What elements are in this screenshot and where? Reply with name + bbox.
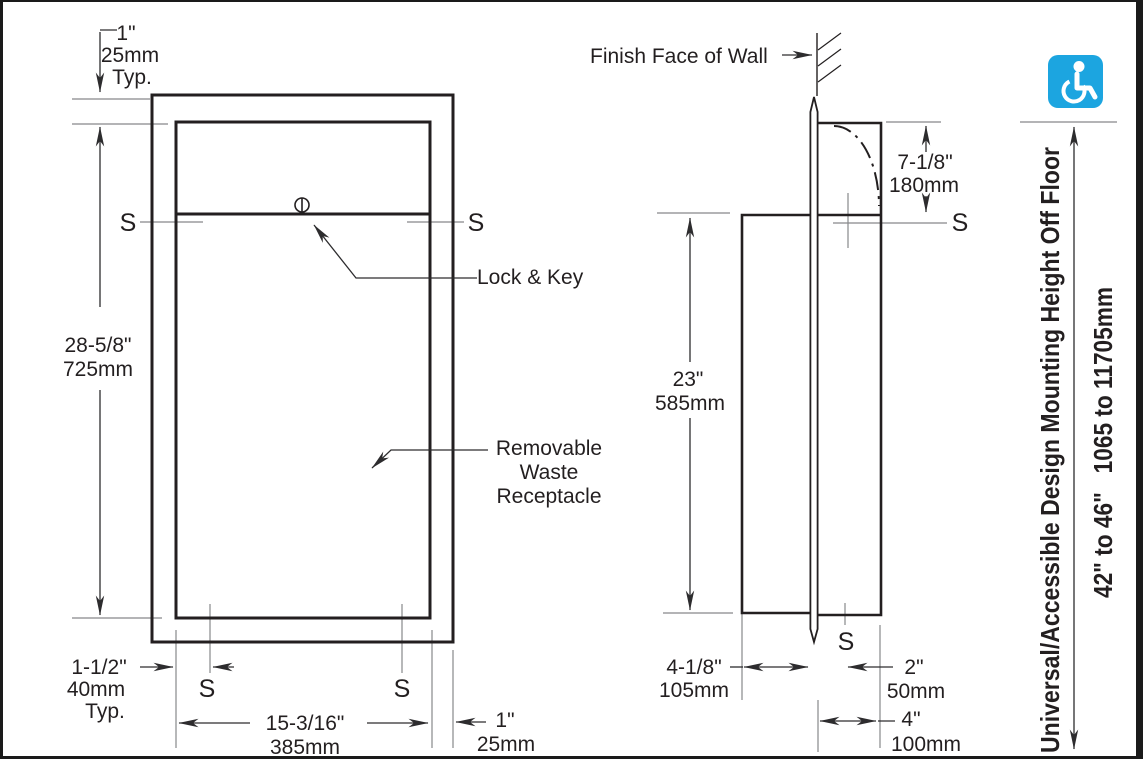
wall-hatch-mark <box>817 32 842 51</box>
extension-lines-front <box>72 98 464 748</box>
inner-panel-outline <box>174 120 432 620</box>
dim-top-offset-note: Typ. <box>112 66 152 89</box>
dim-door-height-metric: 180mm <box>889 174 959 197</box>
dim-side-margin-imperial: 1-1/2" <box>71 656 126 679</box>
page-edge-bottom <box>0 756 1143 759</box>
receptacle-label-line1: Removable <box>496 437 602 460</box>
dim-recess-depth-imperial: 4-1/8" <box>666 656 721 679</box>
wall-hatch-mark <box>817 48 842 67</box>
mounting-height-range: 42" to 46" 1065 to 11705mm <box>1088 287 1118 598</box>
mounting-height-label: Universal/Accessible Design Mounting Hei… <box>1035 147 1065 753</box>
dim-top-offset-metric: 25mm <box>101 44 159 67</box>
dim-panel-width: 15-3/16" 385mm <box>178 712 429 759</box>
dim-projection-metric: 100mm <box>891 733 961 756</box>
dim-recess-depth-metric: 105mm <box>659 679 729 702</box>
section-label-bottom-right: S <box>394 675 411 703</box>
dim-panel-height-metric: 725mm <box>63 358 133 381</box>
wall-label: Finish Face of Wall <box>590 45 768 68</box>
dim-door-height-imperial: 7-1/8" <box>897 151 952 174</box>
flap-swing-arc <box>833 125 880 207</box>
section-label-left: S <box>120 209 137 237</box>
extension-lines-side <box>657 121 947 752</box>
projecting-front-outline <box>818 121 883 617</box>
wall-line <box>816 32 842 96</box>
dim-top-offset-imperial: 1" <box>116 22 135 45</box>
mounting-height-annotation: Universal/Accessible Design Mounting Hei… <box>1020 55 1118 753</box>
dim-recess-height: 23" 585mm <box>655 217 725 611</box>
receptacle-callout: Removable Waste Receptacle <box>371 437 602 508</box>
dim-projection: 4" 100mm <box>819 708 961 756</box>
wall-callout: Finish Face of Wall <box>590 45 813 68</box>
receptacle-label-line2: Waste <box>520 461 579 484</box>
recessed-body-outline <box>740 213 810 615</box>
dim-right-offset-metric: 25mm <box>477 733 535 756</box>
dim-side-margin-metric: 40mm <box>67 678 125 701</box>
dim-top-offset: 1" 25mm Typ. <box>95 22 159 93</box>
page-edge-top <box>0 0 1143 2</box>
receptacle-label-line3: Receptacle <box>496 485 601 508</box>
dim-panel-width-imperial: 15-3/16" <box>266 712 345 735</box>
lock-icon <box>294 197 310 213</box>
side-section-view: Finish Face of Wall 7-1/8" 180mm S 23" <box>590 32 969 756</box>
dim-recess-depth: 4-1/8" 105mm <box>659 656 809 702</box>
lock-label: Lock & Key <box>477 266 584 289</box>
dim-recess-height-metric: 585mm <box>655 392 725 415</box>
wall-hatch-mark <box>817 64 842 83</box>
dim-stud-offset-metric: 50mm <box>887 680 945 703</box>
dim-right-offset-imperial: 1" <box>495 709 514 732</box>
section-label-side-bottom: S <box>838 628 855 656</box>
dim-side-margin: 1-1/2" 40mm Typ. <box>67 656 234 723</box>
page-edge-left <box>0 0 3 759</box>
dim-stud-offset: 2" 50mm <box>847 656 945 703</box>
dim-side-margin-note: Typ. <box>85 700 125 723</box>
section-label-bottom-left: S <box>199 675 216 703</box>
dim-panel-height-imperial: 28-5/8" <box>65 334 132 357</box>
dim-panel-height: 28-5/8" 725mm <box>63 126 133 616</box>
lock-callout: Lock & Key <box>313 224 584 289</box>
page-edge-right <box>1136 0 1143 759</box>
dim-right-offset: 1" 25mm <box>455 709 535 756</box>
section-label-side-top: S <box>952 209 969 237</box>
accessibility-wheelchair-icon <box>1048 55 1103 108</box>
dim-door-height: 7-1/8" 180mm <box>889 125 959 213</box>
front-elevation-view: 1" 25mm Typ. 28-5/8" 725mm S S Lock & Ke… <box>63 22 602 759</box>
outer-cabinet-outline <box>150 93 455 644</box>
dim-projection-imperial: 4" <box>901 708 920 731</box>
dim-stud-offset-imperial: 2" <box>904 656 923 679</box>
section-label-right: S <box>468 209 485 237</box>
dim-panel-width-metric: 385mm <box>270 736 340 759</box>
mounting-flange <box>809 96 819 646</box>
dim-recess-height-imperial: 23" <box>673 368 704 391</box>
